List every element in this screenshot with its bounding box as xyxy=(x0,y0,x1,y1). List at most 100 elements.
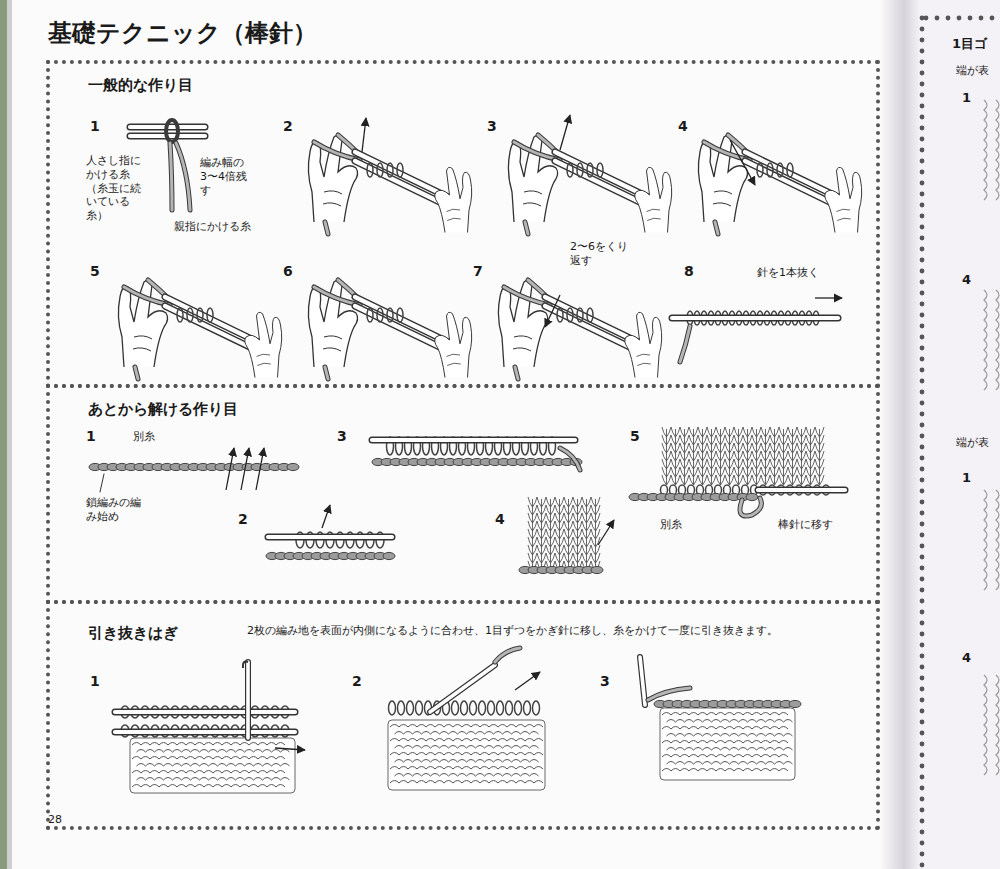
stroke-line xyxy=(226,448,234,490)
drawn-path xyxy=(254,778,263,781)
drawn-path xyxy=(707,427,716,437)
drawn-path xyxy=(775,748,784,751)
yarn-loop xyxy=(557,308,563,322)
border-dot xyxy=(920,764,925,769)
stroke-line xyxy=(355,306,448,351)
drawn-path xyxy=(534,767,543,770)
drawn-path xyxy=(218,764,227,767)
drawn-path xyxy=(281,778,290,781)
yarn-note: 親指にかける糸 xyxy=(174,220,251,234)
drawn-path xyxy=(739,734,748,737)
drawn-path xyxy=(177,771,186,774)
drawn-path xyxy=(752,769,761,772)
border-dot xyxy=(920,643,925,648)
drawn-path xyxy=(258,771,267,774)
drawn-path xyxy=(806,443,815,453)
drawn-path xyxy=(734,451,743,461)
drawn-path xyxy=(440,746,449,749)
drawn-path xyxy=(525,753,534,756)
drawn-path xyxy=(236,778,245,781)
yarn-loop xyxy=(377,163,383,177)
drawn-path xyxy=(182,764,191,767)
drawn-path xyxy=(582,545,591,555)
drawn-path xyxy=(725,427,734,437)
ground-rect xyxy=(660,708,795,780)
drawn-path xyxy=(449,774,458,777)
drawn-path xyxy=(528,513,537,523)
drawn-path xyxy=(408,767,417,770)
drawn-path xyxy=(272,764,281,767)
drawn-path xyxy=(231,757,240,760)
drawn-path xyxy=(537,513,546,523)
drawn-path xyxy=(740,498,761,516)
drawn-path xyxy=(413,774,422,777)
drawn-path xyxy=(716,755,725,758)
drawn-path xyxy=(399,767,408,770)
stroke-line xyxy=(245,662,251,738)
stroke-line xyxy=(115,710,295,714)
drawn-path xyxy=(489,781,498,784)
drawn-path xyxy=(200,750,209,753)
drawn-path xyxy=(249,785,258,788)
drawn-path xyxy=(748,720,757,723)
drawn-path xyxy=(213,785,222,788)
border-dot xyxy=(920,60,925,65)
border-dot xyxy=(920,841,925,846)
drawn-path xyxy=(281,764,290,767)
drawn-path xyxy=(435,753,444,756)
border-dot xyxy=(920,269,925,274)
ground-rect xyxy=(0,0,7,869)
drawn-path xyxy=(694,748,703,751)
drawn-path xyxy=(176,143,190,210)
drawn-path xyxy=(516,753,525,756)
drawn-path xyxy=(806,467,815,477)
drawn-path xyxy=(177,757,186,760)
section-note: 2枚の編み地を表面が内側になるように合わせ、1目ずつをかぎ針に移し、糸をかけて一… xyxy=(247,624,847,638)
drawn-path xyxy=(689,427,698,437)
drawn-path xyxy=(757,748,766,751)
drawn-path xyxy=(525,781,534,784)
stroke-line xyxy=(268,535,392,539)
drawn-path xyxy=(204,785,213,788)
drawn-path xyxy=(204,771,213,774)
drawn-path xyxy=(530,774,539,777)
drawn-path xyxy=(399,753,408,756)
step-note: 棒針に移す xyxy=(778,518,833,532)
border-dot xyxy=(968,16,973,21)
drawn-path xyxy=(707,741,716,744)
drawn-path xyxy=(141,771,150,774)
drawn-path xyxy=(471,725,480,728)
drawn-path xyxy=(560,448,580,470)
border-dot xyxy=(920,49,925,54)
drawn-path xyxy=(698,467,707,477)
stroke-line xyxy=(545,306,638,351)
drawn-path xyxy=(325,367,328,379)
drawn-path xyxy=(150,743,159,746)
drawn-path xyxy=(263,750,272,753)
yarn-loop xyxy=(587,163,593,177)
border-dot xyxy=(920,434,925,439)
stroke-line xyxy=(758,488,845,492)
border-dot xyxy=(920,181,925,186)
drawn-path xyxy=(525,739,534,742)
border-dot xyxy=(920,610,925,615)
stroke-line xyxy=(555,152,650,198)
drawn-path xyxy=(707,467,716,477)
drawn-path xyxy=(725,459,734,469)
drawn-path xyxy=(170,143,172,210)
border-dot xyxy=(920,137,925,142)
drawn-path xyxy=(680,769,689,772)
border-dot xyxy=(920,786,925,791)
yarn-loop xyxy=(524,701,531,715)
drawn-path xyxy=(155,778,164,781)
drawn-path xyxy=(546,521,555,531)
drawn-path xyxy=(523,191,542,206)
drawn-path xyxy=(716,443,725,453)
yarn-loop xyxy=(567,308,573,322)
drawn-path xyxy=(770,727,779,730)
drawn-path xyxy=(671,755,680,758)
step-number: 1 xyxy=(962,470,971,486)
yarn-loop xyxy=(757,163,763,177)
drawn-path xyxy=(512,732,521,735)
drawn-path xyxy=(173,778,182,781)
